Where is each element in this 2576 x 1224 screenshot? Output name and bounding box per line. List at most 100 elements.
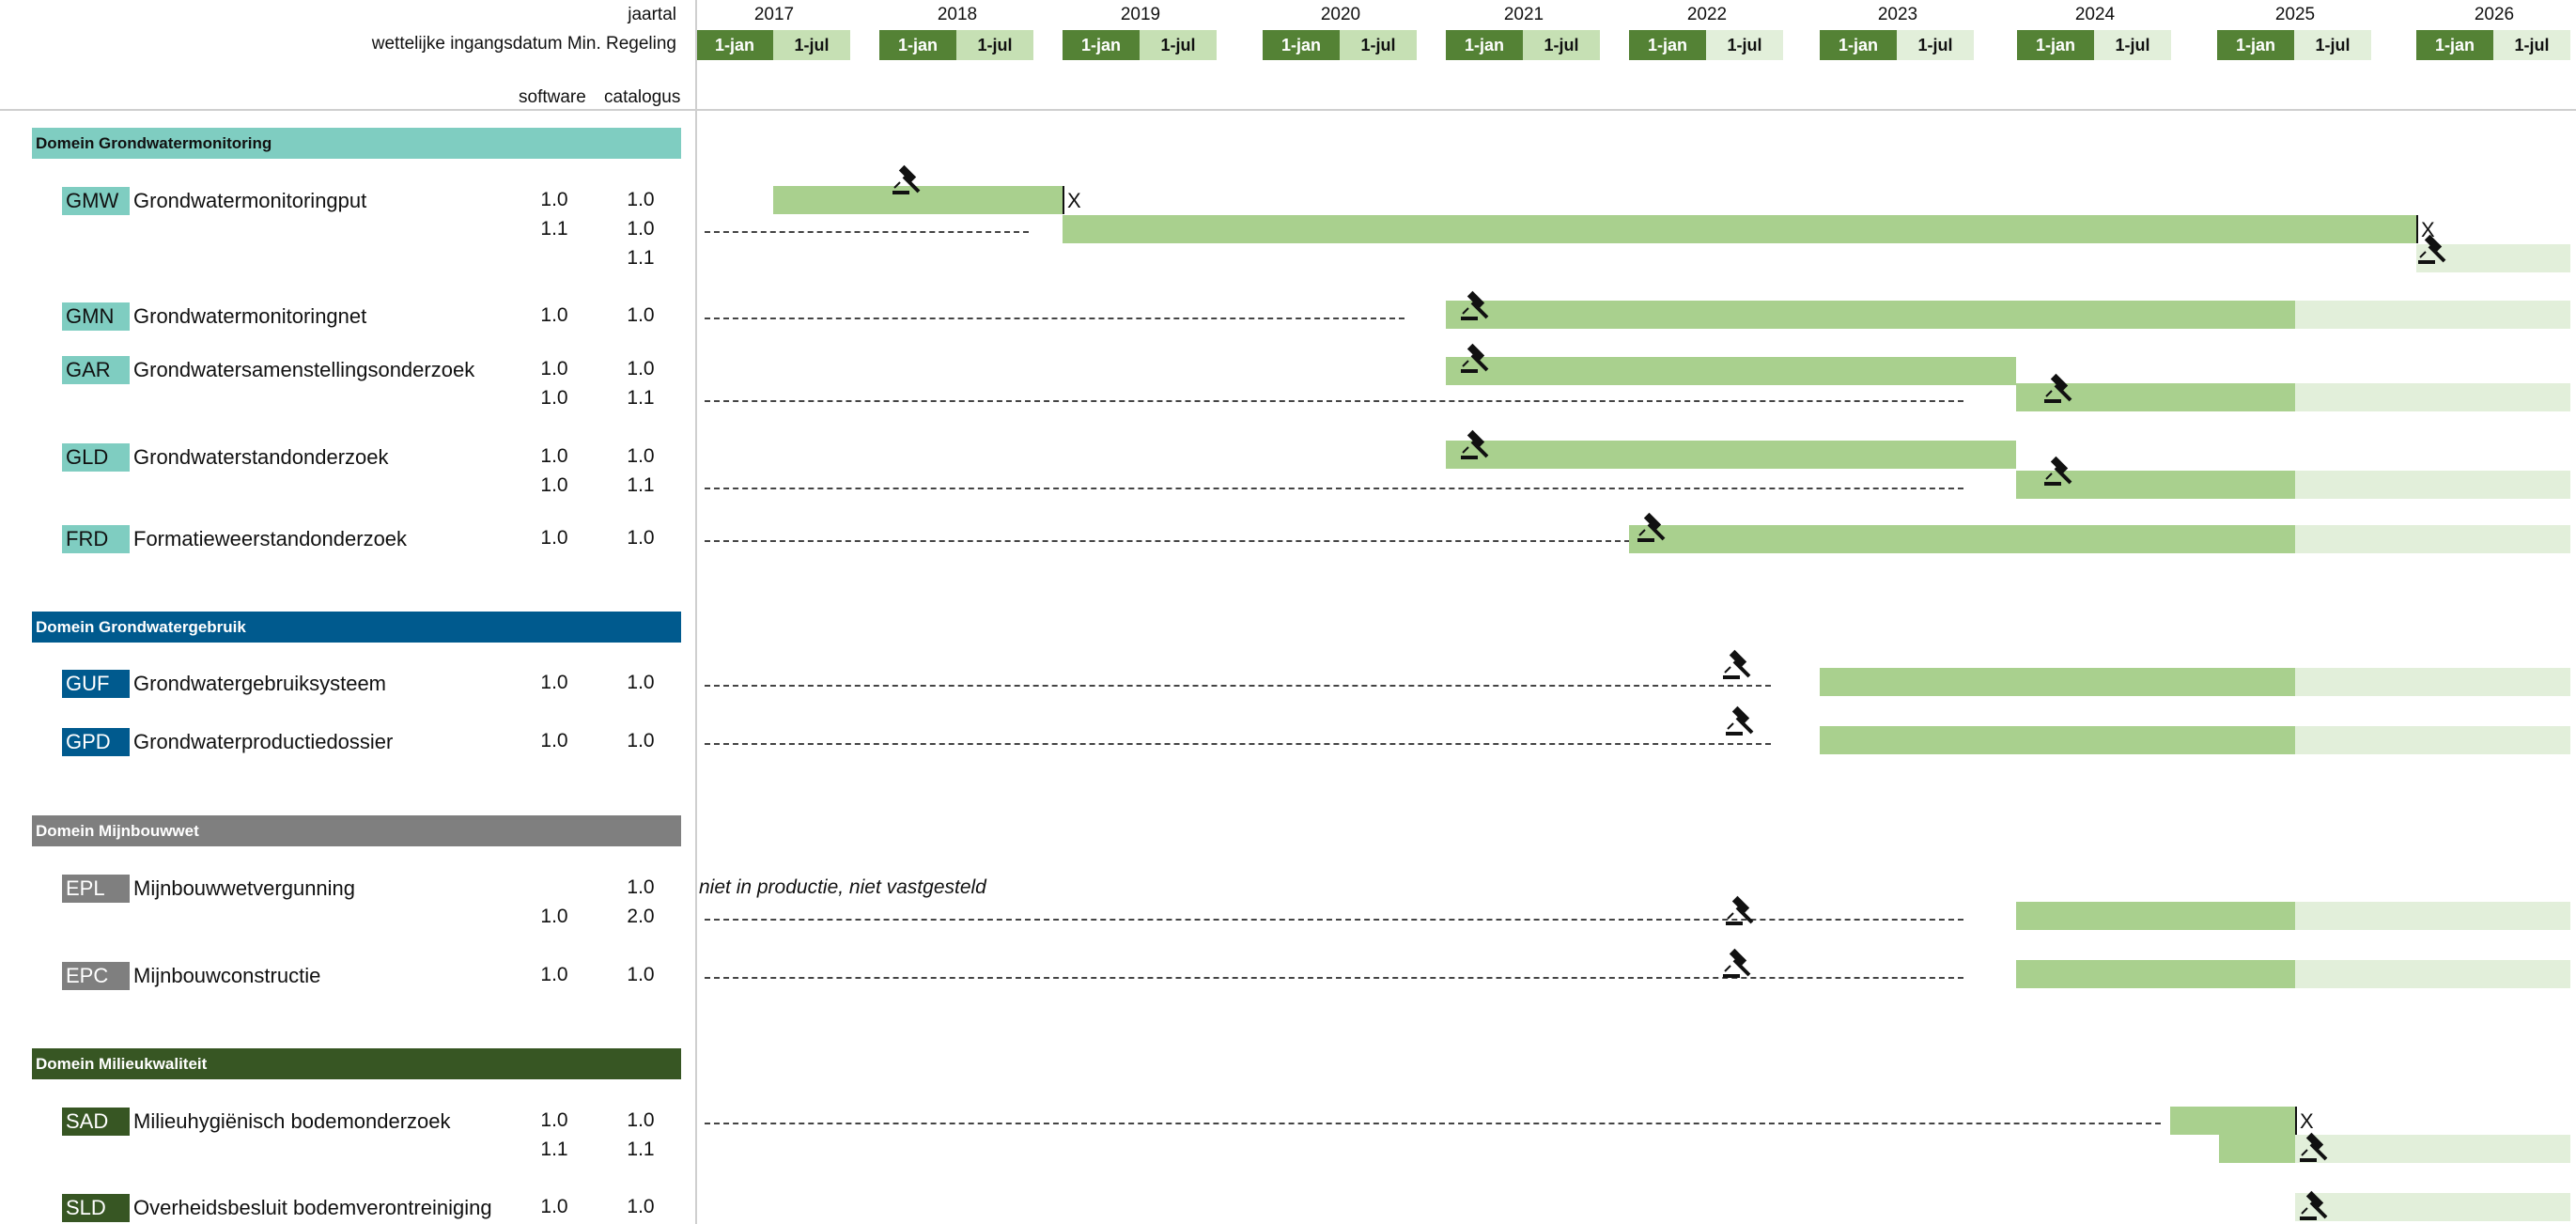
catalogus-version: 1.0 [627,189,655,210]
software-version: 1.0 [540,672,568,693]
registration-code-badge: GMW [62,187,130,215]
software-version: 1.0 [540,1196,568,1217]
year-label: 2018 [937,5,978,24]
status-note: niet in productie, niet vastgesteld [699,876,986,898]
catalogus-version: 1.0 [627,1196,655,1217]
col-catalogus-header: catalogus [604,87,681,107]
registration-code-badge: SAD [62,1108,130,1136]
gavel-icon [1726,705,1754,736]
gavel-icon [2044,456,2072,486]
registration-code-badge: GMN [62,302,130,331]
registration-name: Grondwatergebruiksysteem [133,672,387,695]
software-version: 1.0 [540,474,568,496]
software-version: 1.0 [540,387,568,409]
registration-name: Grondwaterstandonderzoek [133,445,389,469]
col-software-header: software [519,87,586,107]
catalogus-version: 1.0 [627,876,655,898]
timeline-bar-future [2295,1193,2570,1221]
year-label: 2020 [1320,5,1361,24]
catalogus-version: 1.1 [627,387,655,409]
catalogus-version: 1.0 [627,445,655,467]
header-divider [0,109,2576,111]
half-year-jul: 1-jul [2493,30,2570,60]
year-label: 2017 [753,5,795,24]
end-marker: X [2421,218,2435,241]
registration-name: Grondwatermonitoringnet [133,304,367,328]
dashed-leader [705,400,1963,402]
registration-name: Milieuhygiënisch bodemonderzoek [133,1109,451,1133]
software-version: 1.1 [540,1139,568,1160]
year-row-label: jaartal [628,5,676,24]
domain-header-milieukwaliteit: Domein Milieukwaliteit [32,1048,681,1079]
half-year-jul: 1-jul [1706,30,1783,60]
end-marker: X [2300,1109,2314,1133]
software-version: 1.0 [540,304,568,326]
registration-code-badge: GAR [62,356,130,384]
catalogus-version: 1.0 [627,1109,655,1131]
year-label: 2023 [1877,5,1918,24]
timeline-bar [2170,1107,2295,1135]
timeline-bar [2219,1135,2295,1163]
year-label: 2019 [1120,5,1161,24]
timeline-bar [1629,525,2295,553]
catalogus-version: 1.0 [627,358,655,380]
domain-header-grondwatergebruik: Domein Grondwatergebruik [32,612,681,643]
software-version: 1.1 [540,218,568,240]
registration-code-badge: GUF [62,670,130,698]
dashed-leader [705,318,1404,319]
dashed-leader [705,540,1630,542]
registration-name: Mijnbouwconstructie [133,964,321,987]
software-version: 1.0 [540,906,568,927]
gavel-icon [1461,429,1489,459]
timeline-bar-future [2295,902,2570,930]
registration-name: Grondwatersamenstellingsonderzoek [133,358,475,381]
half-year-jul: 1-jul [956,30,1033,60]
date-row-label: wettelijke ingangsdatum Min. Regeling [371,34,676,54]
timeline-bar [2016,902,2295,930]
dashed-leader [705,977,1963,979]
domain-header-grondwatermonitoring: Domein Grondwatermonitoring [32,128,681,159]
timeline-bar-future [2295,960,2570,988]
software-version: 1.0 [540,527,568,549]
registration-name: Grondwatermonitoringput [133,189,367,212]
dashed-leader [705,1123,2161,1124]
half-year-jan: 1-jan [879,30,956,60]
timeline-bar [1446,441,2016,469]
year-label: 2026 [2474,5,2515,24]
gavel-icon [2300,1190,2328,1220]
gavel-icon [2044,373,2072,403]
software-version: 1.0 [540,730,568,751]
gavel-icon [1637,512,1666,542]
half-year-jan: 1-jan [1446,30,1523,60]
gavel-icon [892,164,921,194]
timeline-bar-future [2295,525,2570,553]
catalogus-version: 1.0 [627,730,655,751]
registration-name: Grondwaterproductiedossier [133,730,394,753]
timeline-bar-future [2295,1135,2570,1163]
dashed-leader [705,743,1771,745]
catalogus-version: 1.0 [627,218,655,240]
dashed-leader [705,685,1771,687]
half-year-jul: 1-jul [1340,30,1417,60]
half-year-jul: 1-jul [2294,30,2371,60]
timeline-bar-future [2295,726,2570,754]
year-label: 2021 [1503,5,1544,24]
end-line [2295,1107,2297,1135]
end-marker: X [1067,189,1081,212]
end-line [2416,215,2418,243]
catalogus-version: 1.0 [627,672,655,693]
half-year-jan: 1-jan [1629,30,1706,60]
catalogus-version: 1.1 [627,1139,655,1160]
timeline-bar [1446,357,2016,385]
half-year-jul: 1-jul [1523,30,1600,60]
half-year-jan: 1-jan [1263,30,1340,60]
catalogus-version: 1.1 [627,474,655,496]
gavel-icon [1461,343,1489,373]
half-year-jan: 1-jan [1063,30,1140,60]
timeline-bar [1446,301,2295,329]
half-year-jul: 1-jul [1140,30,1217,60]
end-line [1063,186,1064,214]
registration-name: Overheidsbesluit bodemverontreiniging [133,1196,492,1219]
timeline-bar-future [2295,383,2570,411]
half-year-jul: 1-jul [773,30,850,60]
